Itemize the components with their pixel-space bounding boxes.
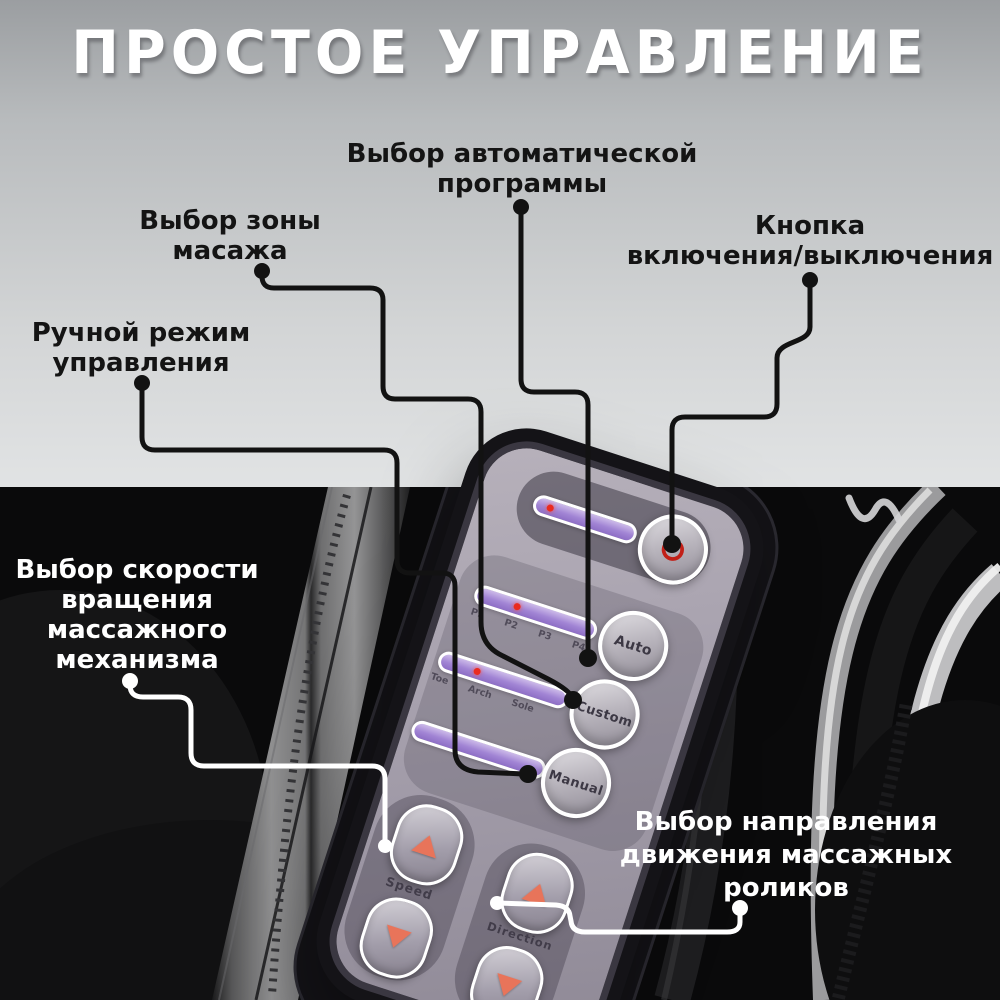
power-button[interactable] bbox=[628, 505, 718, 594]
label-line: Ручной режим bbox=[31, 318, 251, 348]
power-led-bar bbox=[530, 492, 640, 547]
label-line: управления bbox=[52, 348, 230, 378]
label-line: движения массажных bbox=[619, 840, 953, 870]
arrow-up-icon bbox=[521, 879, 553, 907]
speed-down-button[interactable] bbox=[351, 889, 442, 987]
callout-dot bbox=[802, 272, 818, 288]
arrow-up-icon bbox=[411, 831, 443, 859]
label-line: механизма bbox=[55, 645, 219, 675]
page-title: ПРОСТОЕ УПРАВЛЕНИЕ bbox=[71, 18, 929, 88]
power-icon bbox=[661, 537, 684, 561]
label-manual-mode: Ручной режим управления bbox=[0, 318, 282, 378]
custom-led-dot bbox=[472, 667, 482, 676]
label-line: программы bbox=[436, 169, 608, 199]
label-line: Кнопка bbox=[754, 211, 866, 241]
label-line: роликов bbox=[723, 873, 849, 903]
label-line: Выбор направления bbox=[634, 807, 938, 837]
label-line: включения/выключения bbox=[626, 241, 994, 271]
label-speed: Выбор скорости вращения массажного механ… bbox=[7, 555, 267, 675]
arrow-down-icon bbox=[380, 924, 412, 952]
label-massage-zone: Выбор зоны масажа bbox=[80, 206, 380, 266]
label-line: вращения bbox=[61, 585, 213, 615]
label-power: Кнопка включения/выключения bbox=[620, 211, 1000, 271]
callout-dot bbox=[513, 199, 529, 215]
label-auto-program: Выбор автоматической программы bbox=[322, 139, 722, 199]
auto-led-dot bbox=[512, 602, 522, 612]
arrow-down-icon bbox=[491, 973, 523, 1000]
label-direction: Выбор направления движения массажных рол… bbox=[606, 806, 966, 905]
label-line: масажа bbox=[172, 236, 288, 266]
label-line: Выбор скорости bbox=[15, 555, 259, 585]
label-line: Выбор зоны bbox=[139, 206, 321, 236]
label-line: Выбор автоматической bbox=[346, 139, 698, 169]
fabric-fold bbox=[815, 700, 1000, 1000]
chrome-glint bbox=[845, 494, 903, 524]
power-led-dot bbox=[545, 503, 555, 513]
zipper-texture bbox=[831, 703, 913, 1000]
label-line: массажного bbox=[46, 615, 228, 645]
